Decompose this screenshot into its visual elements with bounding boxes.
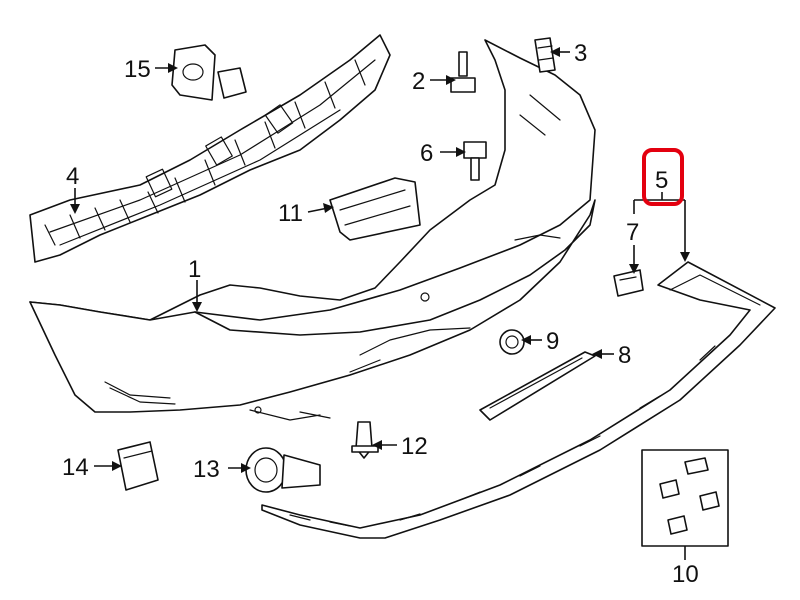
callout-8[interactable]: 8 (618, 342, 631, 369)
part-15-sensor-bracket (171, 44, 247, 101)
callout-11[interactable]: 11 (278, 200, 303, 227)
callout-9[interactable]: 9 (546, 328, 559, 355)
part-3-clip (534, 37, 556, 73)
highlight-box-callout-5 (642, 148, 684, 206)
callout-labels: 15 2 3 4 6 11 5 7 1 9 8 12 13 14 10 (62, 40, 699, 588)
part-10-fastener-kit (641, 449, 729, 547)
callout-7[interactable]: 7 (626, 219, 639, 246)
callout-2[interactable]: 2 (412, 68, 425, 95)
callout-4[interactable]: 4 (66, 163, 79, 190)
part-9-grommet (499, 329, 525, 355)
part-7-clip (613, 269, 644, 297)
part-5-lower-valance (261, 261, 776, 539)
callout-15[interactable]: 15 (124, 56, 151, 83)
part-8-trim-strip (479, 351, 596, 421)
part-2-bolt (450, 51, 476, 93)
arrow-heads (70, 47, 690, 473)
callout-6[interactable]: 6 (420, 140, 433, 167)
part-4-energy-absorber (29, 34, 391, 263)
callout-3[interactable]: 3 (574, 40, 587, 67)
callout-13[interactable]: 13 (193, 456, 220, 483)
part-1-bumper-cover (29, 39, 596, 421)
callout-14[interactable]: 14 (62, 454, 89, 481)
callout-5[interactable]: 5 (655, 167, 668, 194)
part-6-bolt (463, 141, 487, 181)
part-13-parking-sensor (245, 447, 321, 493)
callout-10[interactable]: 10 (672, 561, 699, 588)
part-14-sensor-holder (117, 441, 159, 491)
part-11-bracket (329, 177, 421, 241)
callout-1[interactable]: 1 (188, 256, 201, 283)
callout-12[interactable]: 12 (401, 433, 428, 460)
part-12-push-pin (351, 421, 379, 459)
